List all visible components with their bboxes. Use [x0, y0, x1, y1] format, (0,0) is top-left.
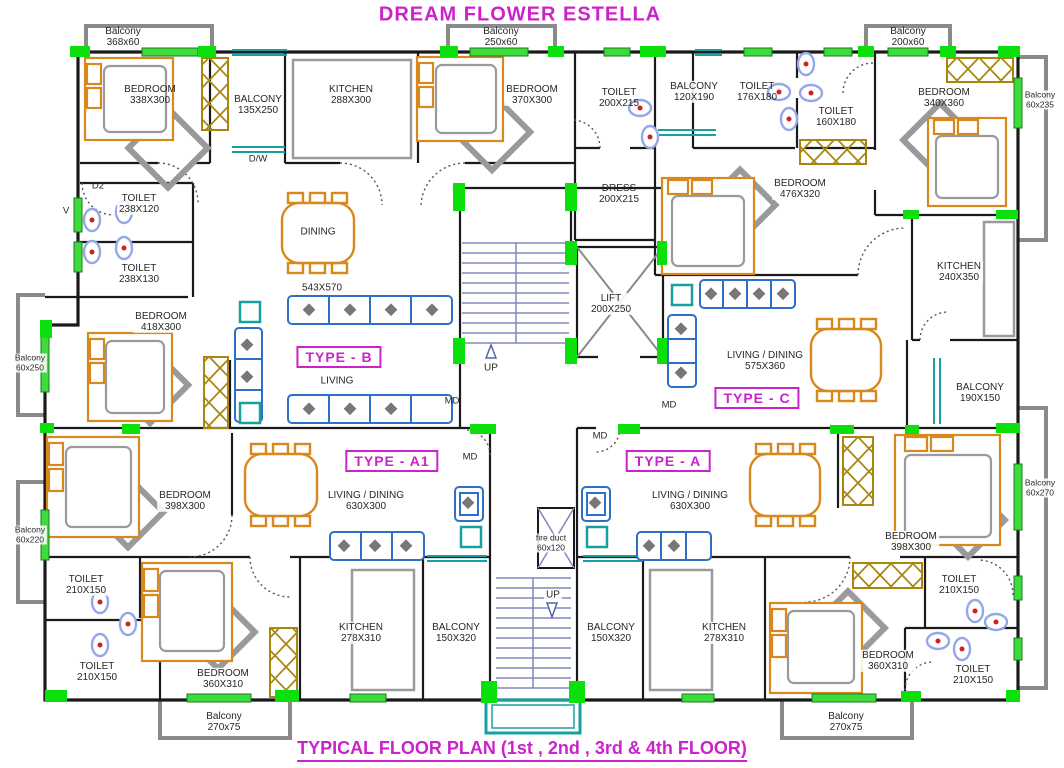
label-d2: D2	[91, 180, 105, 192]
columns	[40, 46, 1020, 703]
plan-title: DREAM FLOWER ESTELLA	[378, 3, 662, 26]
bed-398l	[45, 435, 141, 539]
label-living-b: LIVING	[320, 375, 354, 387]
unit-type-a1-label: TYPE - A1	[345, 450, 439, 472]
unit-type-a-label: TYPE - A	[625, 450, 711, 472]
toilet-fixtures	[82, 51, 1009, 662]
sofa-a-row	[636, 531, 712, 561]
sofa-a1-row	[329, 531, 425, 561]
dining-table-a1	[243, 442, 319, 528]
label-dining-b: DINING	[300, 226, 336, 238]
sofa-c-row	[699, 279, 796, 309]
sofas	[234, 279, 796, 561]
label-dw: D/W	[248, 153, 268, 165]
bed-338	[83, 56, 175, 142]
armchair-a	[581, 486, 611, 522]
bed-340	[926, 116, 1008, 208]
sofa-b-1	[287, 295, 453, 325]
label-up-bottom: UP	[544, 589, 562, 601]
sofa-c-vert	[667, 314, 697, 388]
dining-table-c	[809, 317, 883, 403]
beds	[45, 55, 1008, 695]
unit-type-b-label: TYPE - B	[296, 346, 382, 368]
side-tables	[238, 283, 694, 549]
bed-398r	[893, 433, 1002, 547]
wardrobes	[201, 57, 1014, 698]
armchair-a1	[454, 486, 484, 522]
dining-table-a	[748, 442, 822, 528]
bed-418	[86, 331, 174, 423]
stair-lower	[496, 577, 571, 689]
bed-360l	[140, 561, 234, 663]
dining-table-b	[280, 191, 356, 275]
label-md-3: MD	[592, 430, 608, 442]
label-v: V	[62, 205, 70, 217]
teal-windows	[232, 49, 941, 562]
unit-type-c-label: TYPE - C	[714, 387, 800, 409]
label-md-4: MD	[462, 451, 478, 463]
stair-upper	[462, 242, 569, 359]
plan-footer-title: TYPICAL FLOOR PLAN (1st , 2nd , 3rd & 4t…	[297, 738, 747, 762]
bed-476	[660, 176, 756, 276]
kitchen-counters	[291, 58, 1016, 692]
dining-tables	[243, 191, 883, 528]
sofa-b-2	[287, 394, 453, 424]
sofa-b-vert	[234, 327, 263, 423]
bed-360r	[768, 601, 864, 695]
entry-landing	[484, 698, 582, 735]
label-md-1: MD	[444, 395, 460, 407]
label-dim-543: 543X570	[301, 282, 343, 294]
label-md-2: MD	[661, 399, 677, 411]
label-up-top: UP	[484, 362, 498, 374]
bed-370	[415, 55, 505, 143]
